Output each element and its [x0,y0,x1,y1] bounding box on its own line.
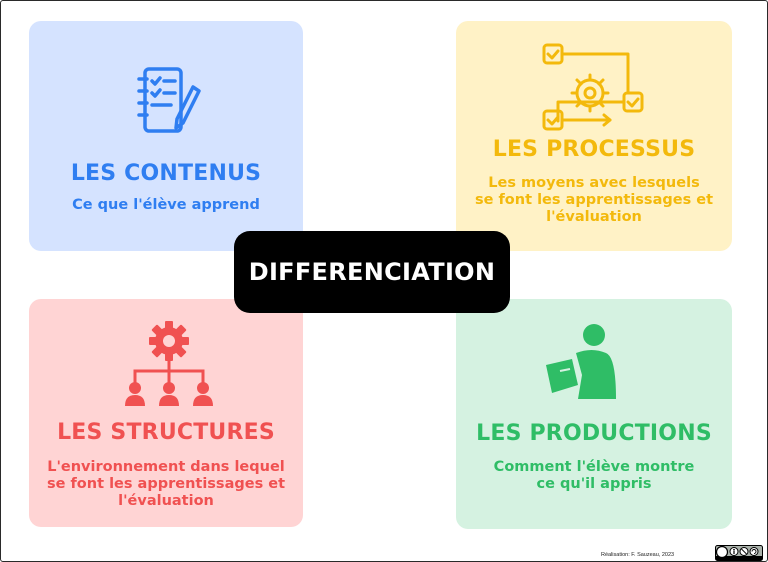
card-description: Ce que l'élève apprend [72,197,260,213]
card-title: LES CONTENUS [70,161,262,186]
card-title: LES PROCESSUS [492,137,696,162]
center-title: DIFFERENCIATION [234,231,510,313]
card-processus: LES PROCESSUS Les moyens avec lesquels s… [456,21,732,251]
card-structures: LES STRUCTURES L'environnement dans lequ… [29,299,303,527]
cc-by-nc-sa-badge-icon [715,545,763,561]
checklist-notebook-icon [137,67,201,133]
student-reading-icon [546,324,616,399]
card-title: LES STRUCTURES [57,420,275,445]
credit-text: Réalisation: F. Sauzeau, 2023 [601,552,675,558]
card-contenus: LES CONTENUS Ce que l'élève apprend [29,21,303,251]
card-description: Comment l'élève montre ce qu'il appris [493,459,695,492]
card-description: Les moyens avec lesquels se font les app… [474,175,714,225]
card-productions: LES PRODUCTIONS Comment l'élève montre c… [456,299,732,529]
card-title: LES PRODUCTIONS [476,421,712,446]
workflow-gear-icon [542,43,644,131]
card-description: L'environnement dans lequel se font les … [46,459,286,509]
org-structure-gear-icon [125,321,213,406]
